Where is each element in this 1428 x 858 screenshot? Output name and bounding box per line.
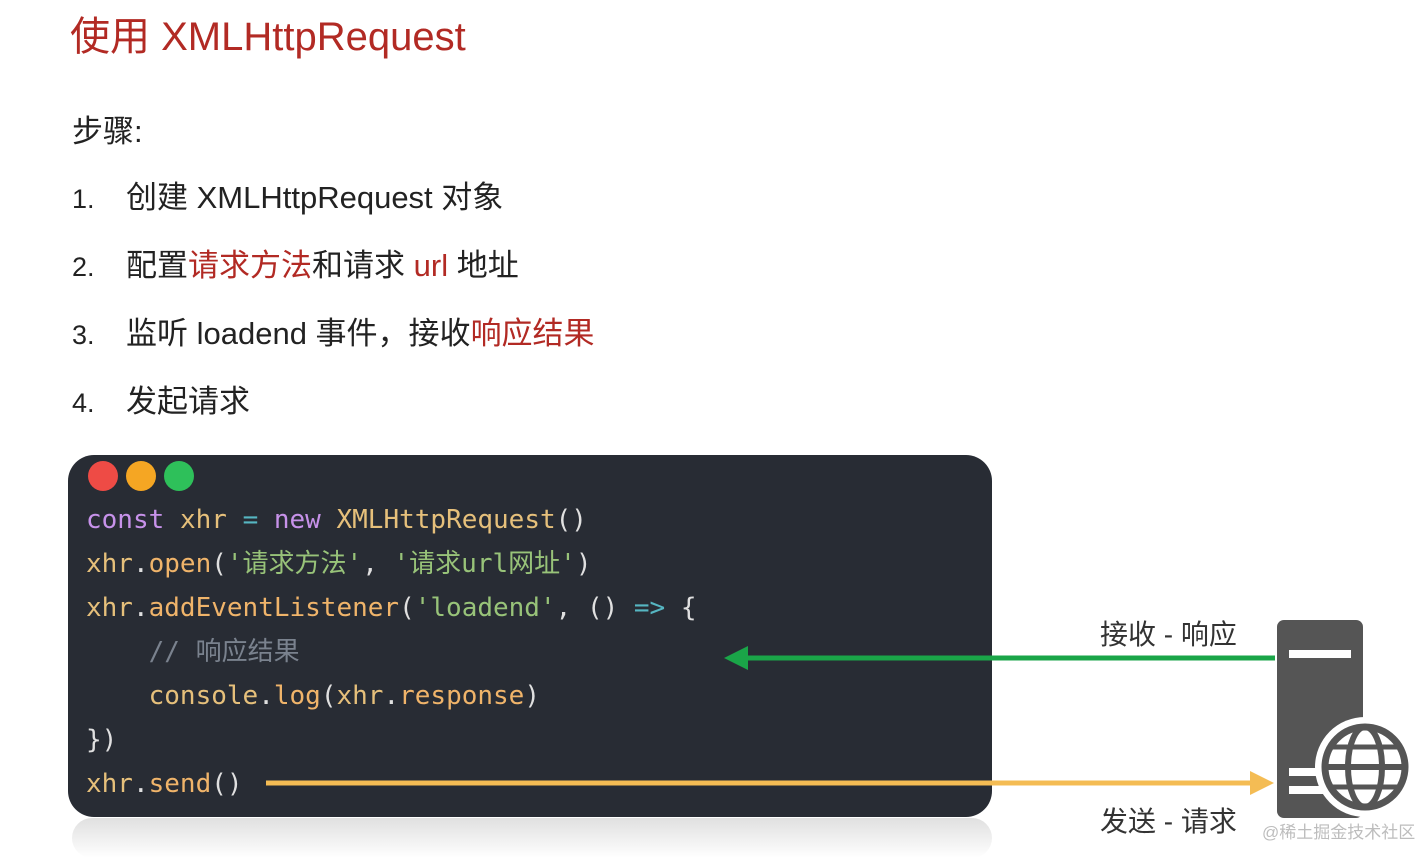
code-token: send [148,769,212,799]
code-card [68,455,992,817]
code-token: }) [86,725,118,755]
step-text: 创建 XMLHttpRequest 对象 [126,180,504,215]
code-token: '请求url网址' [393,549,576,579]
code-token: XMLHttpRequest [336,505,556,535]
code-token: 'loadend' [414,593,556,623]
receive-response-label: 接收 - 响应 [1100,619,1237,650]
step-3: 3. 监听 loadend 事件，接收响应结果 [72,308,595,353]
code-token: console [148,681,259,711]
code-comment: // 响应结果 [148,637,300,667]
code-token: xhr [86,769,133,799]
code-token: => [633,593,666,623]
step-text: 配置 [126,248,188,283]
code-line-3: xhr.addEventListener('loadend', () => { [86,586,697,630]
code-token: xhr [336,681,384,711]
code-token: ) [524,681,540,711]
window-dot-green-icon [164,461,194,491]
code-token: { [680,593,697,623]
send-arrow [266,771,1274,795]
code-token: ) [575,549,592,579]
code-token: () [211,769,243,799]
code-token: addEventListener [148,593,400,623]
code-token: () [586,593,619,623]
code-block: const xhr = new XMLHttpRequest()xhr.open… [86,498,697,806]
step-text: 地址 [448,248,519,283]
code-token: ( [399,593,415,623]
step-text: 监听 loadend 事件，接收 [126,316,471,351]
receive-arrow [724,646,1275,670]
code-line-5: console.log(xhr.response) [86,674,697,718]
step-highlight: url [413,248,449,283]
code-token: . [258,681,274,711]
steps-label: 步骤: [72,114,143,149]
code-token: new [273,505,321,535]
code-token: log [273,681,321,711]
code-line-2: xhr.open('请求方法', '请求url网址') [86,542,697,586]
step-4: 4. 发起请求 [72,376,250,421]
code-token: , [555,593,587,623]
step-2: 2. 配置请求方法和请求 url 地址 [72,240,519,285]
step-highlight: 响应结果 [470,316,595,351]
watermark: @稀土掘金技术社区 [1262,823,1416,842]
code-line-4: // 响应结果 [86,630,697,674]
code-token: xhr [86,549,133,579]
code-token: . [132,593,149,623]
code-token: . [132,769,149,799]
page-title: 使用 XMLHttpRequest [70,15,466,59]
code-token: ( [320,681,337,711]
code-token: '请求方法' [226,549,363,579]
code-line-7: xhr.send() [86,762,697,806]
code-token: response [399,681,525,711]
code-token: const [86,505,165,535]
window-dot-orange-icon [126,461,156,491]
step-number: 1. [72,184,95,214]
code-token: , [362,549,394,579]
code-token: xhr [86,593,133,623]
code-token: xhr [179,505,227,535]
step-1: 1. 创建 XMLHttpRequest 对象 [72,172,503,217]
step-text: 发起请求 [126,384,250,419]
step-highlight: 请求方法 [188,248,312,283]
step-number: 3. [72,320,95,350]
globe-icon [1315,717,1415,817]
window-dot-red-icon [88,461,118,491]
code-line-1: const xhr = new XMLHttpRequest() [86,498,697,542]
code-token: open [148,549,212,579]
code-token: = [242,505,259,535]
code-token: () [555,505,587,535]
code-token: . [383,681,400,711]
send-request-label: 发送 - 请求 [1100,806,1237,837]
step-number: 4. [72,388,95,418]
code-token: ( [211,549,227,579]
step-text: 和请求 [312,248,414,283]
code-token: . [132,549,149,579]
step-number: 2. [72,252,95,282]
code-line-6: }) [86,718,697,762]
